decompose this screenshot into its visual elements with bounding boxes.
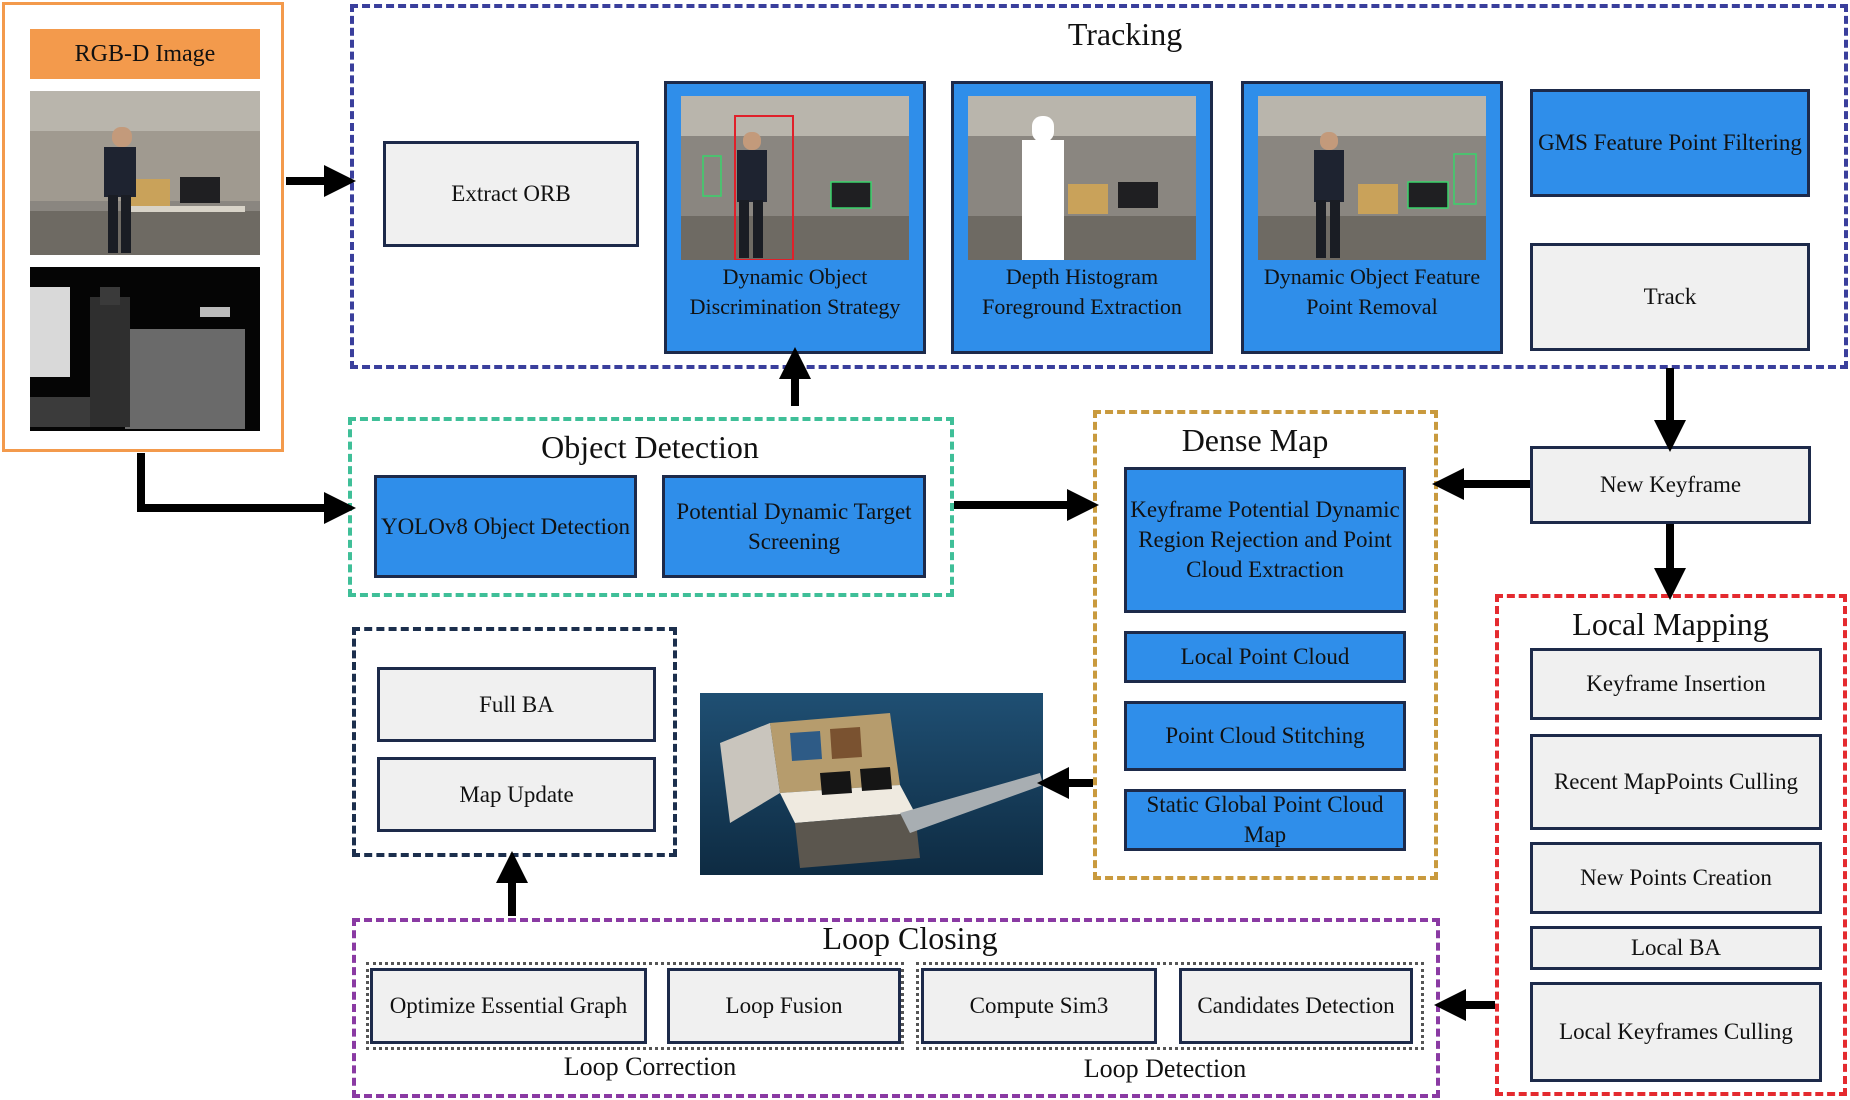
- local-ba-label: Local BA: [1630, 935, 1722, 961]
- rgbd-title-label: RGB-D Image: [30, 29, 260, 79]
- local-ba-box: Local BA: [1530, 926, 1822, 970]
- mappoints-culling-label: Recent MapPoints Culling: [1553, 769, 1799, 795]
- loop-correction-group: [366, 962, 904, 1050]
- dense-map-title: Dense Map: [1181, 422, 1329, 458]
- point-cloud-render-image: [700, 693, 1043, 875]
- depth-image: [30, 267, 260, 431]
- tracking-title: Tracking: [1067, 16, 1183, 52]
- map-update-label: Map Update: [459, 781, 574, 807]
- point-cloud-stitching-label: Point Cloud Stitching: [1165, 723, 1365, 749]
- compute-sim3-box: Compute Sim3: [921, 968, 1157, 1044]
- map-update-box: Map Update: [377, 757, 656, 832]
- dynamic-screening-label: Potential Dynamic Target Screening: [676, 498, 912, 554]
- keyframe-insertion-box: Keyframe Insertion: [1530, 648, 1822, 720]
- local-mapping-title: Local Mapping: [1572, 606, 1769, 642]
- candidates-detection-box: Candidates Detection: [1179, 968, 1413, 1044]
- keyframe-insertion-label: Keyframe Insertion: [1586, 671, 1766, 697]
- loop-fusion-label: Loop Fusion: [725, 993, 843, 1019]
- gms-filtering-box: GMS Feature Point Filtering: [1530, 89, 1810, 197]
- track-label: Track: [1643, 284, 1697, 310]
- new-keyframe-box: New Keyframe: [1530, 446, 1811, 524]
- rgbd-input-panel: RGB-D Image: [2, 2, 284, 452]
- keyframes-culling-box: Local Keyframes Culling: [1530, 982, 1822, 1082]
- extract-orb-label: Extract ORB: [451, 181, 571, 207]
- region-rejection-box: Keyframe Potential Dynamic Region Reject…: [1124, 467, 1406, 613]
- yolo-detection-label: YOLOv8 Object Detection: [380, 513, 631, 539]
- new-points-creation-label: New Points Creation: [1580, 865, 1772, 891]
- optimize-essential-graph-box: Optimize Essential Graph: [370, 968, 647, 1044]
- region-rejection-label: Keyframe Potential Dynamic Region Reject…: [1130, 497, 1400, 582]
- loop-fusion-box: Loop Fusion: [667, 968, 901, 1044]
- gms-filtering-label: GMS Feature Point Filtering: [1538, 130, 1802, 156]
- rgbd-title-text: RGB-D Image: [74, 40, 216, 67]
- dynamic-discrimination-label: Dynamic Object Discrimination Strategy: [689, 264, 901, 319]
- yolo-detection-box: YOLOv8 Object Detection: [374, 475, 637, 578]
- feature-removal-label: Dynamic Object Feature Point Removal: [1263, 264, 1481, 319]
- keyframes-culling-label: Local Keyframes Culling: [1559, 1019, 1793, 1045]
- arrow-input-to-detection: [137, 453, 356, 524]
- dynamic-screening-box: Potential Dynamic Target Screening: [662, 475, 926, 578]
- dense-map-region: [1093, 410, 1438, 880]
- new-keyframe-label: New Keyframe: [1599, 472, 1742, 498]
- object-detection-title: Object Detection: [541, 429, 759, 465]
- depth-histogram-box: Depth Histogram Foreground Extraction: [951, 81, 1213, 354]
- depth-histogram-label: Depth Histogram Foreground Extraction: [982, 264, 1182, 319]
- full-ba-label: Full BA: [479, 691, 554, 717]
- dynamic-discrimination-box: Dynamic Object Discrimination Strategy: [664, 81, 926, 354]
- rgb-image: [30, 91, 260, 255]
- optimize-essential-graph-label: Optimize Essential Graph: [389, 993, 628, 1019]
- loop-detection-group: [916, 962, 1424, 1050]
- loop-detection-label: Loop Detection: [1083, 1054, 1247, 1083]
- depth-histogram-thumbnail: [968, 96, 1196, 260]
- loop-correction-label: Loop Correction: [563, 1052, 737, 1081]
- global-point-cloud-map-box: Static Global Point Cloud Map: [1124, 789, 1406, 851]
- local-point-cloud-label: Local Point Cloud: [1180, 644, 1350, 670]
- loop-closing-title: Loop Closing: [822, 920, 998, 956]
- compute-sim3-label: Compute Sim3: [969, 993, 1109, 1019]
- feature-removal-thumbnail: [1258, 96, 1486, 260]
- new-points-creation-box: New Points Creation: [1530, 842, 1822, 914]
- mappoints-culling-box: Recent MapPoints Culling: [1530, 734, 1822, 830]
- global-point-cloud-map-label: Static Global Point Cloud Map: [1146, 792, 1384, 847]
- track-box: Track: [1530, 243, 1810, 351]
- candidates-detection-label: Candidates Detection: [1197, 993, 1395, 1019]
- local-point-cloud-box: Local Point Cloud: [1124, 631, 1406, 683]
- feature-removal-box: Dynamic Object Feature Point Removal: [1241, 81, 1503, 354]
- extract-orb-box: Extract ORB: [383, 141, 639, 247]
- full-ba-box: Full BA: [377, 667, 656, 742]
- point-cloud-stitching-box: Point Cloud Stitching: [1124, 701, 1406, 771]
- discrimination-thumbnail: [681, 96, 909, 260]
